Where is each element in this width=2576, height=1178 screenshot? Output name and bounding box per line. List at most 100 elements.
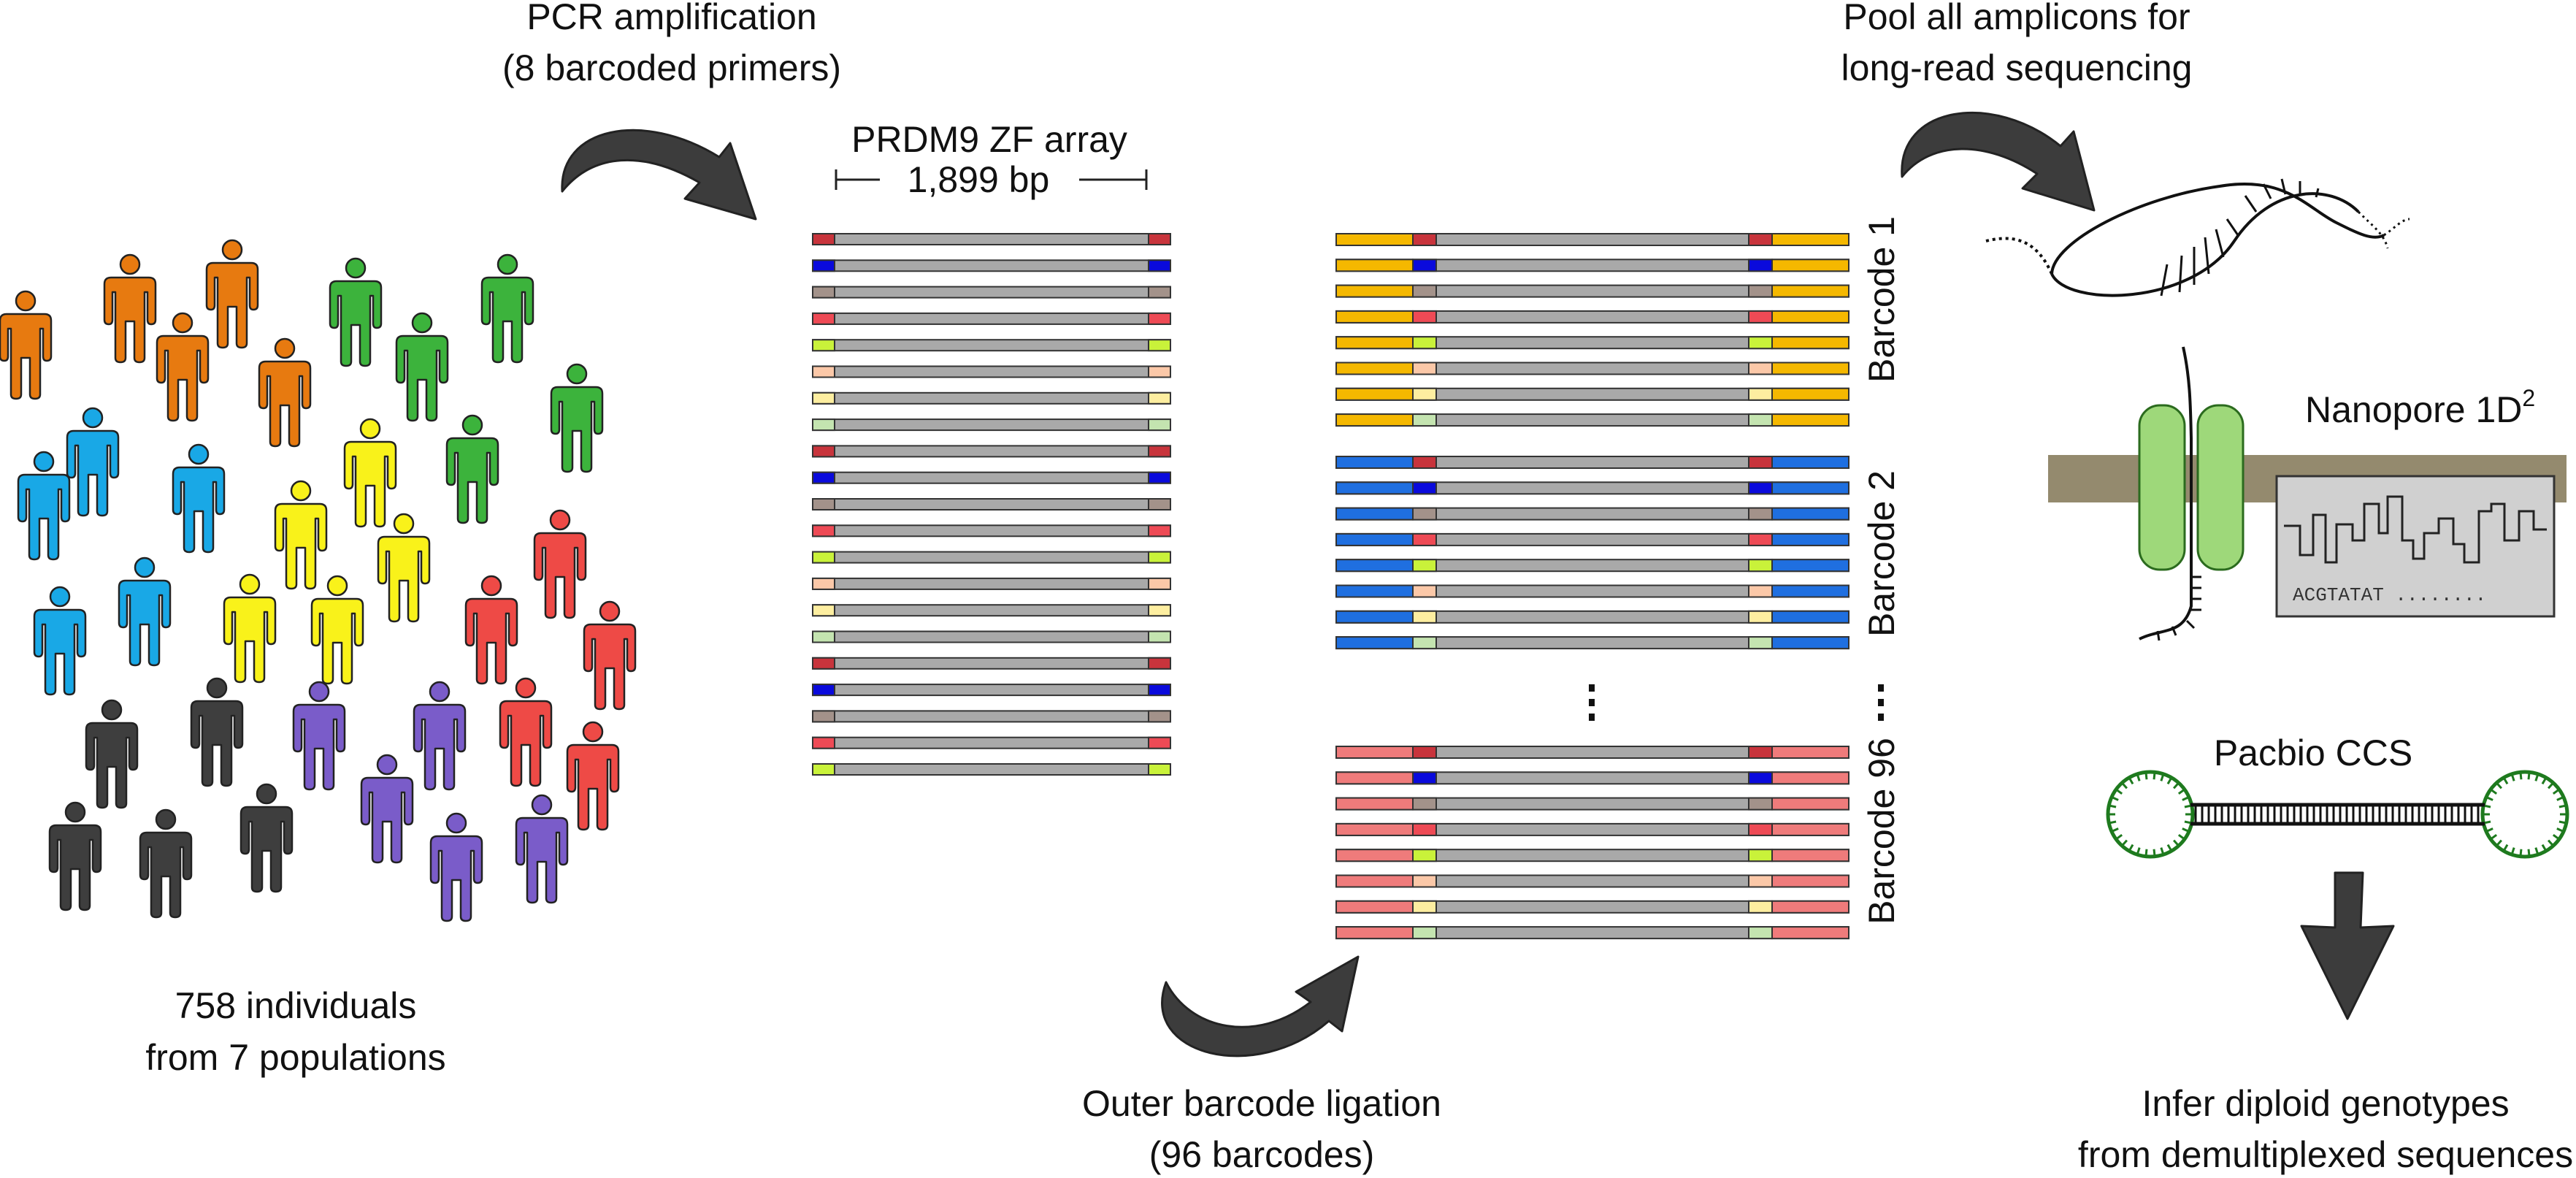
outer-barcode-right bbox=[1771, 456, 1849, 469]
individuals-label-line2: from 7 populations bbox=[145, 1037, 445, 1078]
amplicon-row bbox=[812, 312, 1171, 325]
outer-barcode-right bbox=[1771, 259, 1849, 272]
primer-barcode-right bbox=[1748, 259, 1773, 272]
outer-barcode-right bbox=[1771, 481, 1849, 495]
primer-barcode-right bbox=[1148, 445, 1171, 458]
primer-barcode-left bbox=[1412, 259, 1437, 272]
zf-array-segment bbox=[812, 710, 1171, 723]
primer-barcode-right bbox=[1748, 336, 1773, 350]
primer-barcode-left bbox=[812, 471, 835, 484]
zf-array-segment bbox=[812, 418, 1171, 432]
primer-barcode-right bbox=[1748, 771, 1773, 785]
barcoded-amplicons bbox=[1335, 233, 1849, 940]
person-icon bbox=[480, 253, 534, 364]
amplicon-row bbox=[812, 498, 1171, 510]
primer-barcode-left bbox=[812, 630, 835, 643]
primer-barcode-left bbox=[1412, 413, 1437, 427]
outer-barcode-right bbox=[1771, 336, 1849, 350]
pool-label-line1: Pool all amplicons for bbox=[1843, 0, 2190, 37]
person-icon bbox=[515, 794, 569, 904]
barcoded-amplicon-row bbox=[1335, 610, 1849, 624]
barcoded-amplicon-row bbox=[1335, 874, 1849, 888]
person-icon bbox=[550, 363, 604, 473]
outer-barcode-left bbox=[1335, 362, 1414, 375]
amplicon-row bbox=[812, 710, 1171, 723]
person-icon bbox=[0, 290, 53, 400]
person-icon bbox=[139, 808, 193, 919]
primer-barcode-left bbox=[1412, 771, 1437, 785]
amplicon-row bbox=[812, 630, 1171, 643]
barcoded-amplicon-row bbox=[1335, 387, 1849, 401]
primer-barcode-right bbox=[1748, 284, 1773, 298]
primer-barcode-right bbox=[1748, 481, 1773, 495]
barcoded-amplicon-row bbox=[1335, 336, 1849, 350]
zf-array-segment bbox=[812, 391, 1171, 405]
primer-barcode-left bbox=[1412, 559, 1437, 573]
barcoded-amplicon-row bbox=[1335, 481, 1849, 495]
zf-array-segment bbox=[812, 233, 1171, 245]
primer-barcode-right bbox=[1148, 418, 1171, 432]
infer-label-line1: Infer diploid genotypes bbox=[2142, 1083, 2509, 1124]
zf-array-segment bbox=[812, 498, 1171, 510]
primer-barcode-right bbox=[1748, 874, 1773, 888]
person-icon bbox=[223, 573, 277, 684]
primer-barcode-right bbox=[1148, 524, 1171, 538]
primer-barcode-right bbox=[1748, 532, 1773, 546]
primer-barcode-right bbox=[1748, 559, 1773, 573]
person-icon bbox=[360, 754, 414, 864]
nanopore-label: Nanopore 1D2 bbox=[2305, 385, 2535, 430]
person-icon bbox=[48, 801, 102, 911]
array-length: 1,899 bp bbox=[908, 159, 1050, 200]
outer-barcode-right bbox=[1771, 849, 1849, 863]
pool-arrow-icon bbox=[1901, 111, 2096, 212]
zf-array-segment bbox=[812, 286, 1171, 299]
amplicon-row bbox=[812, 259, 1171, 272]
primer-barcode-right bbox=[1148, 339, 1171, 352]
infer-arrow-icon bbox=[2300, 871, 2395, 1020]
amplicon-row bbox=[812, 657, 1171, 670]
barcoded-amplicon-row bbox=[1335, 259, 1849, 272]
amplicon-row bbox=[812, 736, 1171, 749]
barcoded-amplicon-row bbox=[1335, 362, 1849, 375]
pacbio-label: Pacbio CCS bbox=[2214, 733, 2412, 773]
person-icon bbox=[205, 239, 259, 349]
person-icon bbox=[118, 557, 172, 667]
outer-barcode-right bbox=[1771, 797, 1849, 811]
primer-barcode-left bbox=[1412, 849, 1437, 863]
amplicon-row bbox=[812, 418, 1171, 432]
person-icon bbox=[429, 812, 483, 922]
amplicon-row bbox=[812, 391, 1171, 405]
primer-barcode-left bbox=[812, 312, 835, 325]
outer-barcode-right bbox=[1771, 284, 1849, 298]
primer-barcode-left bbox=[1412, 822, 1437, 836]
person-icon bbox=[566, 721, 620, 831]
outer-barcode-left bbox=[1335, 771, 1414, 785]
outer-barcode-right bbox=[1771, 636, 1849, 650]
pcr-amplicons bbox=[812, 233, 1171, 776]
person-icon bbox=[292, 681, 346, 791]
primer-barcode-left bbox=[812, 445, 835, 458]
primer-barcode-left bbox=[812, 365, 835, 378]
outer-barcode-right bbox=[1771, 610, 1849, 624]
primer-barcode-right bbox=[1748, 233, 1773, 246]
outer-barcode-left bbox=[1335, 456, 1414, 469]
primer-barcode-right bbox=[1148, 763, 1171, 776]
primer-barcode-right bbox=[1748, 413, 1773, 427]
person-icon bbox=[190, 677, 244, 787]
amplicon-row bbox=[812, 551, 1171, 564]
ellipsis-right bbox=[1878, 684, 1884, 721]
primer-barcode-right bbox=[1148, 604, 1171, 617]
nanopore-illustration: ACGTATAT ........ bbox=[1985, 178, 2567, 641]
outer-barcode-right bbox=[1771, 584, 1849, 598]
barcoded-amplicon-row bbox=[1335, 456, 1849, 469]
amplicon-row bbox=[812, 763, 1171, 776]
outer-barcode-left bbox=[1335, 874, 1414, 888]
pcr-label-line1: PCR amplification bbox=[526, 0, 816, 37]
person-icon bbox=[17, 451, 71, 561]
zf-array-segment bbox=[812, 524, 1171, 538]
outer-barcode-right bbox=[1771, 387, 1849, 401]
barcoded-amplicon-row bbox=[1335, 636, 1849, 650]
person-icon bbox=[583, 600, 637, 711]
person-icon bbox=[377, 513, 431, 623]
nanopore-sequence: ACGTATAT ........ bbox=[2293, 584, 2486, 606]
